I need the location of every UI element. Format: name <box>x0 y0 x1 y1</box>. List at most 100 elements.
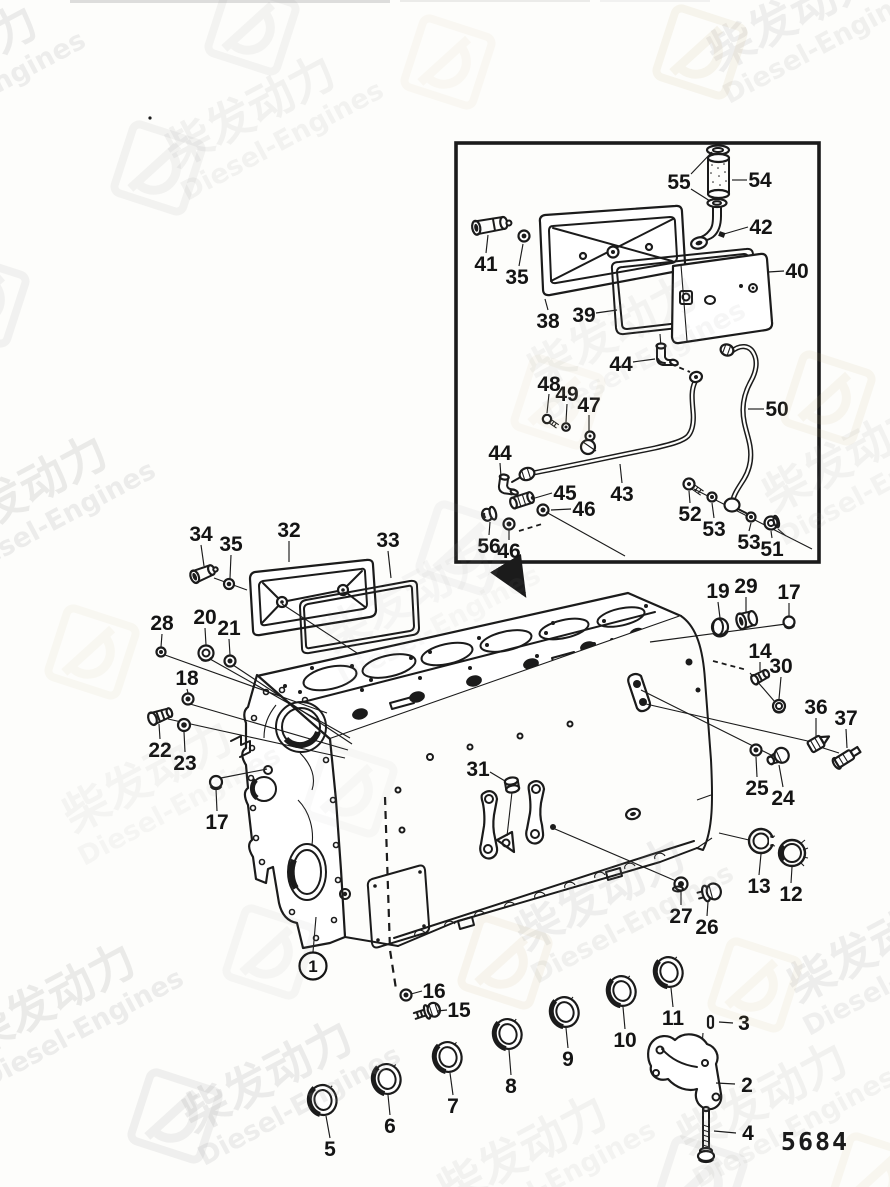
leader-line <box>565 1027 569 1049</box>
part-callout-52: 52 <box>678 503 701 526</box>
leader-line <box>485 234 489 254</box>
part-callout-29: 29 <box>734 575 757 598</box>
leader-line <box>204 627 207 646</box>
part-callout-19: 19 <box>706 580 729 603</box>
elbow-44-top <box>655 342 679 367</box>
oil-pipe-43 <box>511 370 704 483</box>
part-callout-53: 53 <box>702 518 725 541</box>
nut-46b <box>502 517 516 531</box>
part-callout-21: 21 <box>217 617 241 640</box>
leader-line <box>387 1094 391 1116</box>
brand-logo-icon <box>204 0 300 76</box>
leader-line <box>690 188 711 202</box>
brand-logo-icon <box>652 4 748 100</box>
leader-line <box>215 788 218 812</box>
plug-29 <box>735 610 759 631</box>
part-callout-27: 27 <box>669 905 692 928</box>
bracket-2 <box>647 1032 723 1111</box>
part-callout-8: 8 <box>505 1075 517 1098</box>
plug-17-right <box>782 615 796 630</box>
part-callout-35: 35 <box>505 266 529 289</box>
bearing-shell <box>605 975 637 1009</box>
leader-line <box>312 916 317 953</box>
clamp-47 <box>579 430 597 456</box>
leader-line <box>550 508 572 511</box>
side-face-details <box>366 672 652 949</box>
part-callout-51: 51 <box>760 538 784 561</box>
leader-line <box>715 1082 736 1085</box>
leader-line <box>158 723 161 740</box>
bolt-52 <box>682 477 704 496</box>
part-callout-9: 9 <box>562 1048 574 1071</box>
brand-logo-icon <box>652 1135 748 1187</box>
part-callout-6: 6 <box>384 1115 396 1138</box>
svg-text:Diesel-Engines: Diesel-Engines <box>0 25 91 158</box>
leader-line <box>325 1115 331 1139</box>
nut-16 <box>399 988 413 1002</box>
plug-17-left <box>208 774 224 791</box>
cylinder-bores <box>302 606 646 692</box>
plate-40 <box>659 252 774 348</box>
bearing-shell <box>548 996 580 1030</box>
washer-25 <box>749 743 763 757</box>
part-callout-38: 38 <box>536 310 560 333</box>
svg-text:柴发动力: 柴发动力 <box>0 932 144 1066</box>
leader-line <box>778 676 782 700</box>
scan-noise <box>70 0 710 120</box>
bottom-parts <box>306 956 723 1164</box>
part-callout-40: 40 <box>785 260 808 283</box>
part-callout-49: 49 <box>555 383 578 406</box>
leader-line <box>723 226 749 235</box>
bearing-shell <box>491 1018 523 1052</box>
part-callout-12: 12 <box>779 883 802 906</box>
bolt-48 <box>541 413 560 429</box>
washer-49 <box>561 422 571 432</box>
brand-logo-icon <box>780 350 876 446</box>
part-callout-5: 5 <box>324 1138 336 1161</box>
leader-line <box>410 990 423 995</box>
part-callout-32: 32 <box>277 519 300 542</box>
rail-scallops <box>414 852 666 937</box>
part-callout-36: 36 <box>804 696 827 719</box>
block-end-face <box>680 615 714 851</box>
fitting-51 <box>763 514 781 531</box>
svg-text:Diesel-Engines: Diesel-Engines <box>0 455 161 588</box>
cover-38 <box>538 204 687 297</box>
sensor-37 <box>831 745 862 770</box>
brand-logo-icon <box>707 937 803 1033</box>
leader-line <box>544 298 549 311</box>
nut-18 <box>181 692 195 706</box>
part-callout-53: 53 <box>737 531 760 554</box>
part-callout-17: 17 <box>777 581 800 604</box>
part-callout-26: 26 <box>695 916 718 939</box>
oil-pipe-50 <box>719 343 759 503</box>
leader-line <box>387 550 392 579</box>
leader-line <box>228 638 231 656</box>
nut-35-inset <box>517 229 531 243</box>
leader-line <box>619 463 623 484</box>
leader-line <box>711 502 715 519</box>
part-callout-56: 56 <box>477 535 500 558</box>
part-callout-34: 34 <box>189 523 213 546</box>
part-callout-16: 16 <box>422 980 445 1003</box>
part-callout-46: 46 <box>572 498 595 521</box>
plug-34 <box>189 564 219 585</box>
figure-number: 5684 <box>781 1127 849 1156</box>
cover-gasket-33 <box>299 579 420 655</box>
svg-text:柴发动力: 柴发动力 <box>0 0 46 128</box>
leader-line <box>755 756 758 778</box>
leader-line <box>436 1009 448 1012</box>
leader-line <box>706 901 709 917</box>
leader-line <box>770 530 773 539</box>
part-callout-23: 23 <box>173 752 196 775</box>
part-callout-31: 31 <box>466 758 490 781</box>
engine-block <box>230 591 714 950</box>
stud-bolt-4 <box>696 1105 716 1164</box>
cup-plug-19 <box>710 617 730 638</box>
part-callout-41: 41 <box>474 253 498 276</box>
part-callout-17: 17 <box>205 811 228 834</box>
